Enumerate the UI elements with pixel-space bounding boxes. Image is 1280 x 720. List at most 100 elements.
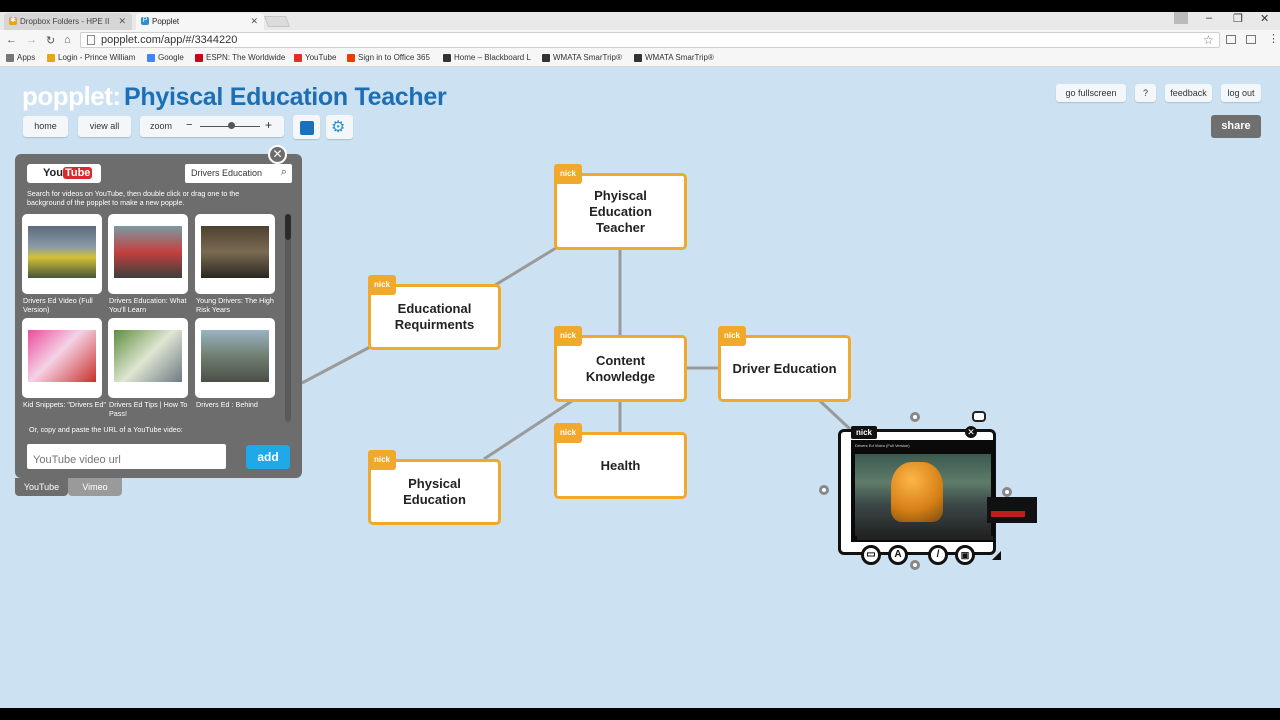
popplet-board[interactable]: popplet: Phyiscal Education Teacher home… [0, 67, 1280, 708]
results-scrollbar[interactable] [285, 214, 291, 422]
video-thumbnail [28, 330, 96, 382]
bookmark-youtube[interactable]: YouTube [294, 53, 336, 62]
tab-dropbox[interactable]: ✱ Dropbox Folders - HPE II ✕ [4, 13, 132, 30]
bookmark-star-icon[interactable]: ☆ [1203, 33, 1214, 47]
restore-icon[interactable]: ❐ [1233, 13, 1243, 25]
minimize-icon[interactable]: – [1206, 12, 1213, 24]
video-search-input[interactable]: Drivers Education ⌕ [185, 164, 292, 183]
video-caption: Young Drivers: The High Risk Years [196, 296, 274, 314]
home-button[interactable]: home [23, 116, 68, 137]
video-result[interactable] [22, 318, 102, 398]
comment-tool-button[interactable]: ▭ [861, 545, 881, 565]
resize-handle[interactable] [992, 551, 1001, 560]
tab-popplet[interactable]: P Popplet ✕ [136, 13, 264, 30]
connect-handle-right[interactable] [1002, 487, 1012, 497]
popple-teacher[interactable]: nick Phyiscal Education Teacher [554, 164, 687, 250]
popple-driver-education[interactable]: nick Driver Education [718, 326, 851, 402]
subscribe-button[interactable] [991, 511, 1025, 517]
back-icon[interactable]: ← [6, 34, 17, 46]
video-result[interactable] [22, 214, 102, 294]
log-out-button[interactable]: log out [1221, 84, 1261, 102]
search-icon[interactable]: ⌕ [280, 166, 287, 178]
settings-button[interactable]: ⚙ [326, 115, 353, 139]
tab-youtube[interactable]: YouTube [15, 478, 68, 496]
connect-handle-left[interactable] [819, 485, 829, 495]
popple-requirements[interactable]: nick Educational Requirments [368, 275, 501, 350]
comment-icon[interactable] [972, 411, 986, 422]
video-result[interactable] [108, 318, 188, 398]
popple-content-knowledge[interactable]: nick Content Knowledge [554, 326, 687, 402]
bookmark-favicon-icon [542, 54, 550, 62]
draw-tool-button[interactable]: / [928, 545, 948, 565]
video-thumbnail [114, 226, 182, 278]
search-value: Drivers Education [191, 168, 263, 178]
feedback-button[interactable]: feedback [1165, 84, 1212, 102]
logo-colon: : [112, 81, 121, 111]
bookmark-office-365[interactable]: Sign in to Office 365 [347, 53, 430, 62]
bookmark-google[interactable]: Google [147, 53, 184, 62]
popplet-logo[interactable]: popplet: [22, 81, 121, 112]
bookmark-label: YouTube [305, 53, 337, 62]
scrollbar-thumb[interactable] [285, 214, 291, 240]
profile-icon[interactable] [1174, 12, 1188, 24]
video-frame [855, 454, 991, 536]
close-window-icon[interactable]: ✕ [1260, 13, 1270, 25]
page-icon [87, 35, 95, 45]
youtube-brand-you: You [43, 167, 63, 179]
author-tag: nick [368, 450, 397, 470]
popple-health[interactable]: nick Health [554, 423, 687, 499]
color-picker-button[interactable] [293, 115, 320, 139]
bookmark-wmata-smartrip[interactable]: WMATA SmarTrip® [634, 53, 714, 62]
popple-physical-education[interactable]: nick Physical Education [368, 450, 501, 525]
extension-icon[interactable] [1246, 35, 1256, 44]
bookmark-label: WMATA SmarTrip® [645, 53, 714, 62]
bookmark-favicon-icon [195, 54, 203, 62]
zoom-slider-knob[interactable] [228, 122, 235, 129]
help-button[interactable]: ? [1135, 84, 1156, 102]
popple-text: Phyiscal Education Teacher [589, 187, 652, 235]
image-tool-button[interactable]: ▣ [955, 545, 975, 565]
video-result[interactable] [195, 214, 275, 294]
video-result[interactable] [195, 318, 275, 398]
reload-icon[interactable]: ↻ [46, 35, 56, 47]
bookmark-blackboard[interactable]: Home – Blackboard L [443, 53, 531, 62]
go-fullscreen-button[interactable]: go fullscreen [1056, 84, 1126, 102]
zoom-out-button[interactable]: − [186, 119, 193, 131]
share-button[interactable]: share [1211, 115, 1261, 138]
address-bar[interactable]: popplet.com/app/#/3344220 [80, 32, 1220, 48]
bookmark-apps[interactable]: Apps [6, 53, 35, 62]
home-icon[interactable]: ⌂ [64, 34, 71, 46]
text-tool-button[interactable]: A [888, 545, 908, 565]
close-tab-icon[interactable]: ✕ [250, 16, 258, 26]
bookmark-espn[interactable]: ESPN: The Worldwide [195, 53, 285, 62]
video-controls[interactable] [857, 536, 993, 540]
youtube-url-input[interactable] [27, 444, 226, 469]
popple-connectors [301, 246, 852, 461]
cast-icon[interactable] [1226, 35, 1236, 44]
url-hint-text: Or, copy and paste the URL of a YouTube … [29, 425, 183, 434]
video-result[interactable] [108, 214, 188, 294]
zoom-in-button[interactable]: + [265, 118, 273, 132]
delete-popple-icon[interactable]: ✕ [965, 426, 977, 438]
bookmark-label: Login - Prince William [58, 53, 136, 62]
channel-card [987, 497, 1037, 523]
popplet-title[interactable]: Phyiscal Education Teacher [124, 83, 447, 111]
youtube-player[interactable]: Drivers Ed Video (Full Version) [851, 440, 995, 542]
connect-handle-bottom[interactable] [910, 560, 920, 570]
view-all-button[interactable]: view all [78, 116, 131, 137]
tab-vimeo[interactable]: Vimeo [68, 478, 122, 496]
bookmark-label: Google [158, 53, 184, 62]
connect-handle-top[interactable] [910, 412, 920, 422]
new-tab-button[interactable] [263, 16, 291, 27]
menu-icon[interactable]: ⋮ [1268, 33, 1279, 45]
add-video-button[interactable]: add [246, 445, 290, 469]
close-panel-icon[interactable]: ✕ [268, 145, 287, 164]
bookmark-login-prince-william[interactable]: Login - Prince William [47, 53, 135, 62]
close-tab-icon[interactable]: ✕ [118, 16, 126, 26]
video-popple[interactable]: nick ✕ Drivers Ed Video (Full Version) ▭… [838, 426, 1037, 565]
forward-icon[interactable]: → [26, 34, 37, 46]
gear-icon: ⚙ [331, 119, 346, 136]
bookmark-wmata-smartrip[interactable]: WMATA SmarTrip® [542, 53, 622, 62]
video-thumbnail [114, 330, 182, 382]
